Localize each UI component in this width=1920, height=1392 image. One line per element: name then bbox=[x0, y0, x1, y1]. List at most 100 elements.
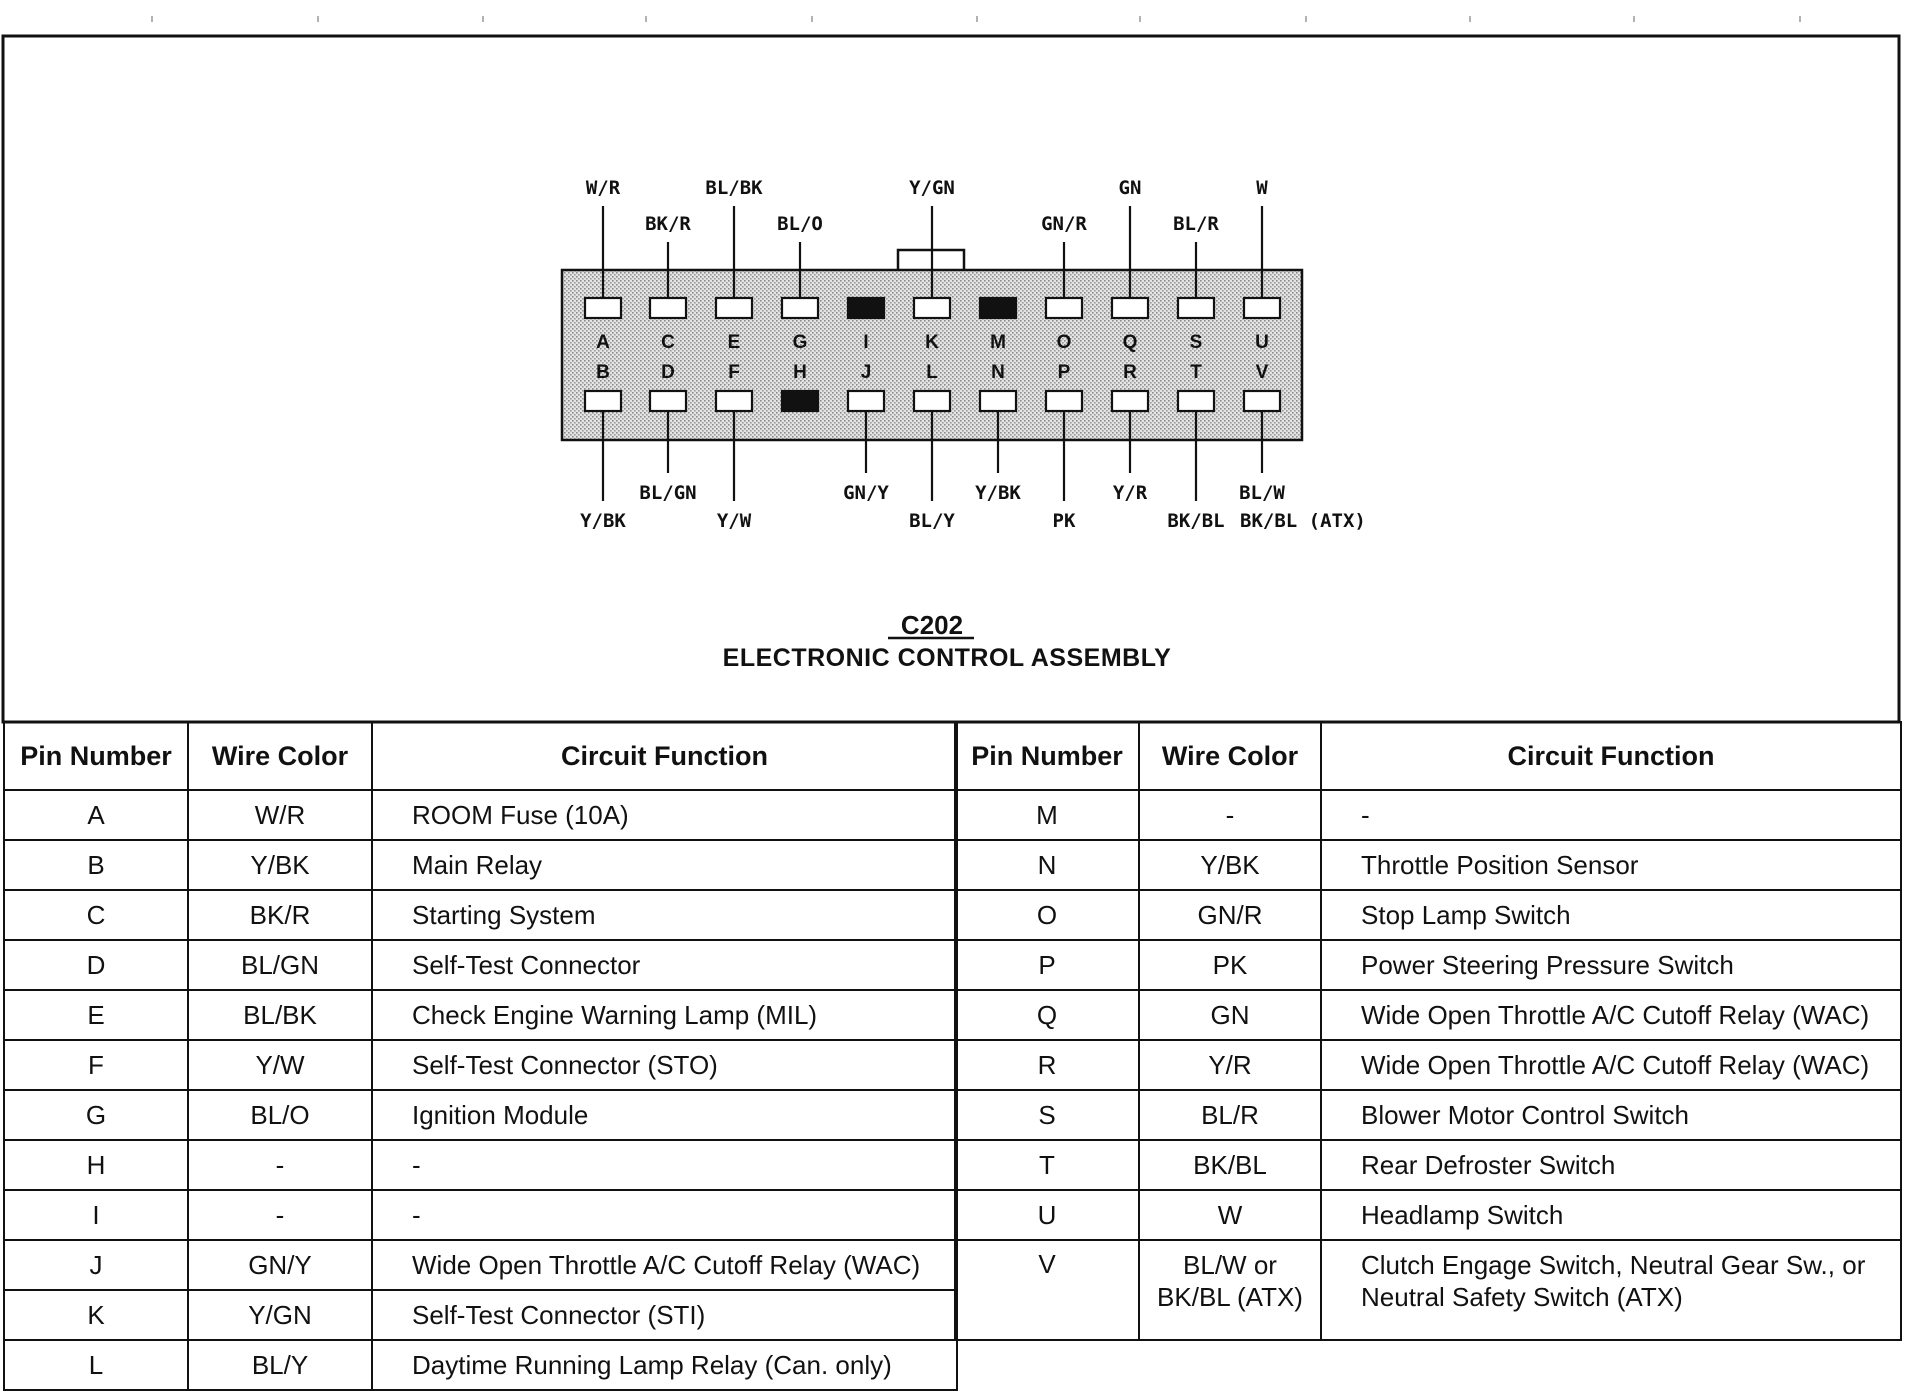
circuit-function-cell: ROOM Fuse (10A) bbox=[371, 789, 958, 841]
header-circuit-function: Circuit Function bbox=[1320, 721, 1902, 791]
blocked-cavity-i bbox=[846, 296, 886, 320]
pin-table-left: Pin Number Wire Color Circuit Function A… bbox=[3, 721, 958, 1391]
wire-label-u: W bbox=[1256, 177, 1268, 199]
pin-cavity-l bbox=[912, 389, 952, 413]
pin-cell: H bbox=[3, 1139, 189, 1191]
pin-letter-q: Q bbox=[1123, 332, 1138, 353]
pin-letter-t: T bbox=[1190, 362, 1202, 383]
pin-letter-u: U bbox=[1255, 332, 1269, 353]
pin-cavity-r bbox=[1110, 389, 1150, 413]
circuit-function-cell: Self-Test Connector (STI) bbox=[371, 1289, 958, 1341]
circuit-function-cell: - bbox=[1320, 789, 1902, 841]
wire-color-cell: Y/GN bbox=[187, 1289, 373, 1341]
pin-letter-c: C bbox=[661, 332, 675, 353]
wire-color-cell: Y/W bbox=[187, 1039, 373, 1091]
pin-letter-m: M bbox=[990, 332, 1006, 353]
wire-label-k: Y/GN bbox=[909, 177, 955, 199]
pin-cavity-g bbox=[780, 296, 820, 320]
pin-letter-r: R bbox=[1123, 362, 1137, 383]
pin-cavity-o bbox=[1044, 296, 1084, 320]
pin-cell: G bbox=[3, 1089, 189, 1141]
pin-cell: V bbox=[954, 1239, 1140, 1341]
wire-color-cell: W bbox=[1138, 1189, 1322, 1241]
circuit-function-cell: Rear Defroster Switch bbox=[1320, 1139, 1902, 1191]
wire-color-cell: BL/BK bbox=[187, 989, 373, 1041]
pin-letter-v: V bbox=[1256, 362, 1269, 383]
pin-letter-j: J bbox=[861, 362, 872, 383]
pin-cell: A bbox=[3, 789, 189, 841]
pin-cavity-b bbox=[583, 389, 623, 413]
wire-label-a: W/R bbox=[586, 177, 621, 199]
circuit-function-cell: Self-Test Connector (STO) bbox=[371, 1039, 958, 1091]
wire-label-l: BL/Y bbox=[909, 510, 955, 532]
circuit-function-cell: Power Steering Pressure Switch bbox=[1320, 939, 1902, 991]
wire-label-d: BL/GN bbox=[639, 482, 696, 504]
circuit-function-cell: Stop Lamp Switch bbox=[1320, 889, 1902, 941]
pin-cell: P bbox=[954, 939, 1140, 991]
pin-letter-l: L bbox=[926, 362, 938, 383]
pin-cavity-n bbox=[978, 389, 1018, 413]
header-pin-number: Pin Number bbox=[3, 721, 189, 791]
circuit-function-cell: - bbox=[371, 1189, 958, 1241]
header-pin-number: Pin Number bbox=[954, 721, 1140, 791]
wire-label-e: BL/BK bbox=[705, 177, 763, 199]
circuit-function-cell: Throttle Position Sensor bbox=[1320, 839, 1902, 891]
wire-label-t: BK/BL bbox=[1167, 510, 1224, 532]
circuit-function-cell: Blower Motor Control Switch bbox=[1320, 1089, 1902, 1141]
pin-cell: M bbox=[954, 789, 1140, 841]
pin-letter-p: P bbox=[1058, 362, 1071, 383]
pin-letter-h: H bbox=[793, 362, 807, 383]
pin-letter-a: A bbox=[596, 332, 610, 353]
wire-label-f: Y/W bbox=[717, 510, 752, 532]
pin-cell: T bbox=[954, 1139, 1140, 1191]
wire-color-cell: GN/R bbox=[1138, 889, 1322, 941]
header-wire-color: Wire Color bbox=[1138, 721, 1322, 791]
pin-cell: L bbox=[3, 1339, 189, 1391]
wire-color-cell: - bbox=[187, 1189, 373, 1241]
wire-label-o: GN/R bbox=[1041, 213, 1087, 235]
pin-cavity-d bbox=[648, 389, 688, 413]
pin-letter-o: O bbox=[1057, 332, 1072, 353]
pin-cavity-v bbox=[1242, 389, 1282, 413]
wire-color-cell: GN/Y bbox=[187, 1239, 373, 1291]
pin-cell: N bbox=[954, 839, 1140, 891]
pin-cavity-c bbox=[648, 296, 688, 320]
pin-letter-s: S bbox=[1190, 332, 1203, 353]
pin-cell: U bbox=[954, 1189, 1140, 1241]
header-circuit-function: Circuit Function bbox=[371, 721, 958, 791]
wire-label-p: PK bbox=[1053, 510, 1076, 532]
connector-code: C202 bbox=[901, 610, 963, 640]
pin-letter-i: I bbox=[863, 332, 868, 353]
pin-cell: D bbox=[3, 939, 189, 991]
circuit-function-cell: Main Relay bbox=[371, 839, 958, 891]
wire-color-cell: BL/O bbox=[187, 1089, 373, 1141]
pin-cavity-j bbox=[846, 389, 886, 413]
pin-letter-k: K bbox=[925, 332, 939, 353]
wire-color-cell: Y/R bbox=[1138, 1039, 1322, 1091]
pin-letter-b: B bbox=[596, 362, 610, 383]
circuit-function-cell: Wide Open Throttle A/C Cutoff Relay (WAC… bbox=[371, 1239, 958, 1291]
pin-cell: I bbox=[3, 1189, 189, 1241]
circuit-function-cell: Wide Open Throttle A/C Cutoff Relay (WAC… bbox=[1320, 989, 1902, 1041]
pin-cell: E bbox=[3, 989, 189, 1041]
wire-color-cell: Y/BK bbox=[1138, 839, 1322, 891]
pin-letter-n: N bbox=[991, 362, 1005, 383]
pin-cell: R bbox=[954, 1039, 1140, 1091]
wire-color-cell: BL/GN bbox=[187, 939, 373, 991]
pin-letter-f: F bbox=[728, 362, 740, 383]
pin-cell: K bbox=[3, 1289, 189, 1341]
wire-color-cell: Y/BK bbox=[187, 839, 373, 891]
